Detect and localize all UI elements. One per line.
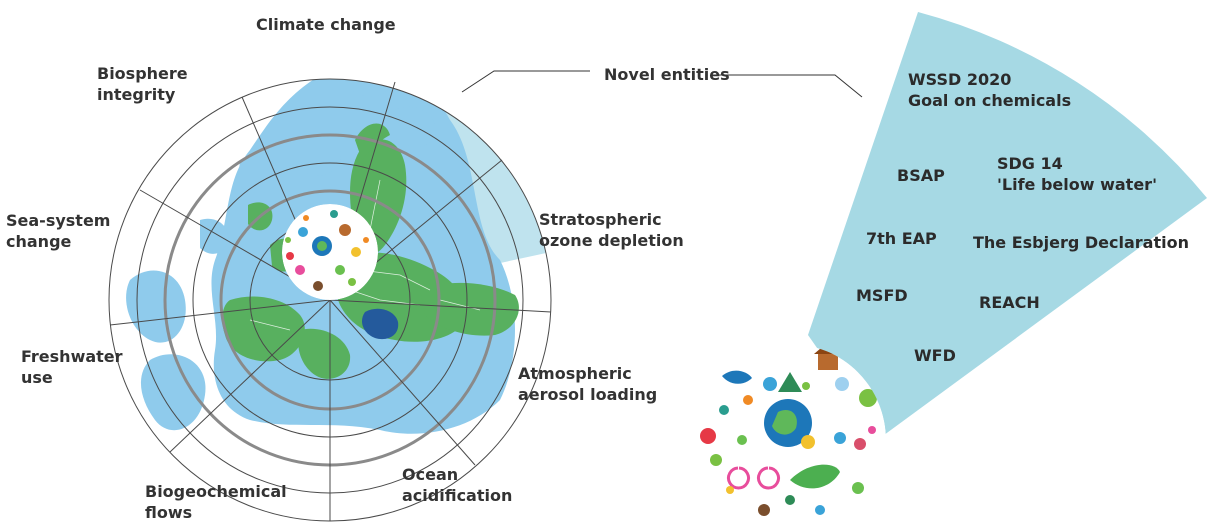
label-esbjerg-declaration: The Esbjerg Declaration — [973, 233, 1189, 252]
icon-cluster-right — [694, 344, 886, 522]
person-icon — [854, 438, 866, 450]
label-wfd: WFD — [914, 346, 956, 365]
tree-icon — [778, 372, 802, 392]
label-climate-change: Climate change — [256, 15, 396, 34]
novel-entities-connector — [461, 70, 590, 93]
leaf-icon — [790, 464, 840, 489]
label-biogeochemical-flows: Biogeochemical flows — [145, 482, 287, 522]
label-bsap: BSAP — [897, 166, 945, 185]
fish-icon — [722, 370, 752, 384]
label-ocean-acidification: Ocean acidification — [402, 465, 513, 505]
label-freshwater-use: Freshwater use — [21, 347, 123, 387]
sun-icon — [801, 435, 815, 449]
label-novel-entities: Novel entities — [604, 65, 730, 84]
right-novel-entities-sector — [808, 12, 1207, 438]
thumbs-up-icon — [834, 432, 846, 444]
highlight-country — [361, 308, 399, 340]
label-sdg-14: SDG 14 'Life below water' — [997, 154, 1157, 194]
apple-icon — [852, 482, 864, 494]
house-icon — [818, 352, 838, 370]
cloud-icon — [763, 377, 777, 391]
label-reach: REACH — [979, 293, 1040, 312]
novel-entities-connector-right — [718, 74, 863, 98]
label-wssd-2020: WSSD 2020 Goal on chemicals — [908, 70, 1072, 110]
icon-cluster-left — [282, 204, 378, 300]
paw-icon — [758, 504, 770, 516]
bulb-icon — [835, 377, 849, 391]
bicycle-icon — [727, 466, 780, 490]
label-7th-eap: 7th EAP — [866, 229, 937, 248]
label-msfd: MSFD — [856, 286, 908, 305]
europe-map — [109, 79, 551, 521]
label-stratospheric-ozone-depletion: Stratospheric ozone depletion — [539, 210, 684, 250]
recycle-icon — [719, 405, 729, 415]
smiley-icon — [859, 389, 877, 407]
label-sea-system-change: Sea-system change — [6, 211, 111, 251]
label-atmospheric-aerosol-loading: Atmospheric aerosol loading — [518, 364, 658, 404]
label-biosphere-integrity: Biosphere integrity — [97, 64, 188, 104]
heart-icon — [700, 428, 716, 444]
